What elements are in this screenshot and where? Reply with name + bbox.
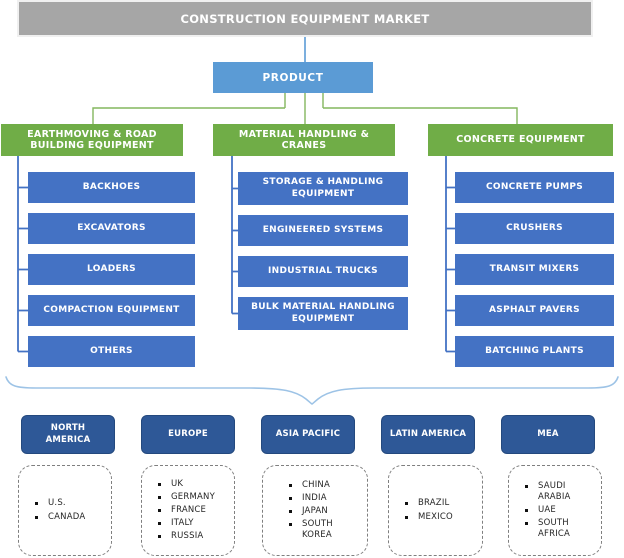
region-asia-pacific: ASIA PACIFIC: [261, 415, 355, 454]
list-item: RUSSIA: [158, 531, 230, 542]
list-item: JAPAN: [289, 506, 363, 517]
country-list-north-america: U.S. CANADA: [18, 465, 112, 556]
product-to-categories-lines: [92, 93, 518, 124]
list-item: ITALY: [158, 518, 230, 529]
category-material-handling: MATERIAL HANDLING & CRANES: [213, 124, 395, 156]
category-concrete: CONCRETE EQUIPMENT: [428, 124, 613, 156]
region-mea: MEA: [501, 415, 595, 454]
bullet-icon: [525, 522, 528, 526]
list-item: INDIA: [289, 493, 363, 504]
bullet-icon: [289, 523, 292, 527]
list-item: GERMANY: [158, 492, 230, 503]
bullet-icon: [405, 502, 408, 506]
category-earthmoving: EARTHMOVING & ROAD BUILDING EQUIPMENT: [1, 124, 183, 156]
bullet-icon: [289, 509, 292, 513]
item-batching-plants: BATCHING PLANTS: [455, 336, 614, 367]
item-excavators: EXCAVATORS: [28, 213, 195, 244]
item-engineered-systems: ENGINEERED SYSTEMS: [238, 215, 408, 246]
region-europe: EUROPE: [141, 415, 235, 454]
item-asphalt-pavers: ASPHALT PAVERS: [455, 295, 614, 326]
bullet-icon: [525, 484, 528, 488]
list-item: MEXICO: [405, 512, 478, 523]
material-handling-column-rail: [231, 156, 238, 315]
list-item: SOUTH KOREA: [289, 519, 363, 541]
item-backhoes: BACKHOES: [28, 172, 195, 203]
country-list-latin-america: BRAZIL MEXICO: [388, 465, 483, 556]
bullet-icon: [289, 496, 292, 500]
country-list-asia-pacific: CHINA INDIA JAPAN SOUTH KOREA: [262, 465, 368, 556]
bullet-icon: [289, 483, 292, 487]
item-storage-handling: STORAGE & HANDLING EQUIPMENT: [238, 172, 408, 205]
list-item: U.S.: [35, 498, 107, 509]
item-compaction-equipment: COMPACTION EQUIPMENT: [28, 295, 195, 326]
item-transit-mixers: TRANSIT MIXERS: [455, 254, 614, 285]
list-item: FRANCE: [158, 505, 230, 516]
bullet-icon: [35, 515, 38, 519]
concrete-column-rail: [445, 156, 455, 353]
list-item: UK: [158, 479, 230, 490]
brace: [5, 376, 619, 405]
bullet-icon: [35, 502, 38, 506]
region-north-america: NORTH AMERICA: [21, 415, 115, 454]
list-item: SAUDI ARABIA: [525, 481, 597, 503]
country-list-europe: UK GERMANY FRANCE ITALY RUSSIA: [141, 465, 235, 556]
bullet-icon: [158, 535, 161, 539]
item-industrial-trucks: INDUSTRIAL TRUCKS: [238, 256, 408, 287]
bullet-icon: [158, 508, 161, 512]
item-others: OTHERS: [28, 336, 195, 367]
bullet-icon: [158, 482, 161, 486]
list-item: CANADA: [35, 512, 107, 523]
bullet-icon: [525, 508, 528, 512]
list-item: UAE: [525, 505, 597, 516]
bullet-icon: [158, 495, 161, 499]
item-concrete-pumps: CONCRETE PUMPS: [455, 172, 614, 203]
list-item: CHINA: [289, 480, 363, 491]
region-latin-america: LATIN AMERICA: [381, 415, 475, 454]
bullet-icon: [405, 515, 408, 519]
diagram-title: CONSTRUCTION EQUIPMENT MARKET: [19, 2, 591, 35]
item-loaders: LOADERS: [28, 254, 195, 285]
list-item: BRAZIL: [405, 498, 478, 509]
bullet-icon: [158, 522, 161, 526]
item-crushers: CRUSHERS: [455, 213, 614, 244]
country-list-mea: SAUDI ARABIA UAE SOUTH AFRICA: [508, 465, 602, 556]
list-item: SOUTH AFRICA: [525, 518, 597, 540]
product-node: PRODUCT: [213, 62, 373, 93]
item-bulk-material-handling: BULK MATERIAL HANDLING EQUIPMENT: [238, 297, 408, 330]
earthmoving-column-rail: [17, 156, 28, 353]
